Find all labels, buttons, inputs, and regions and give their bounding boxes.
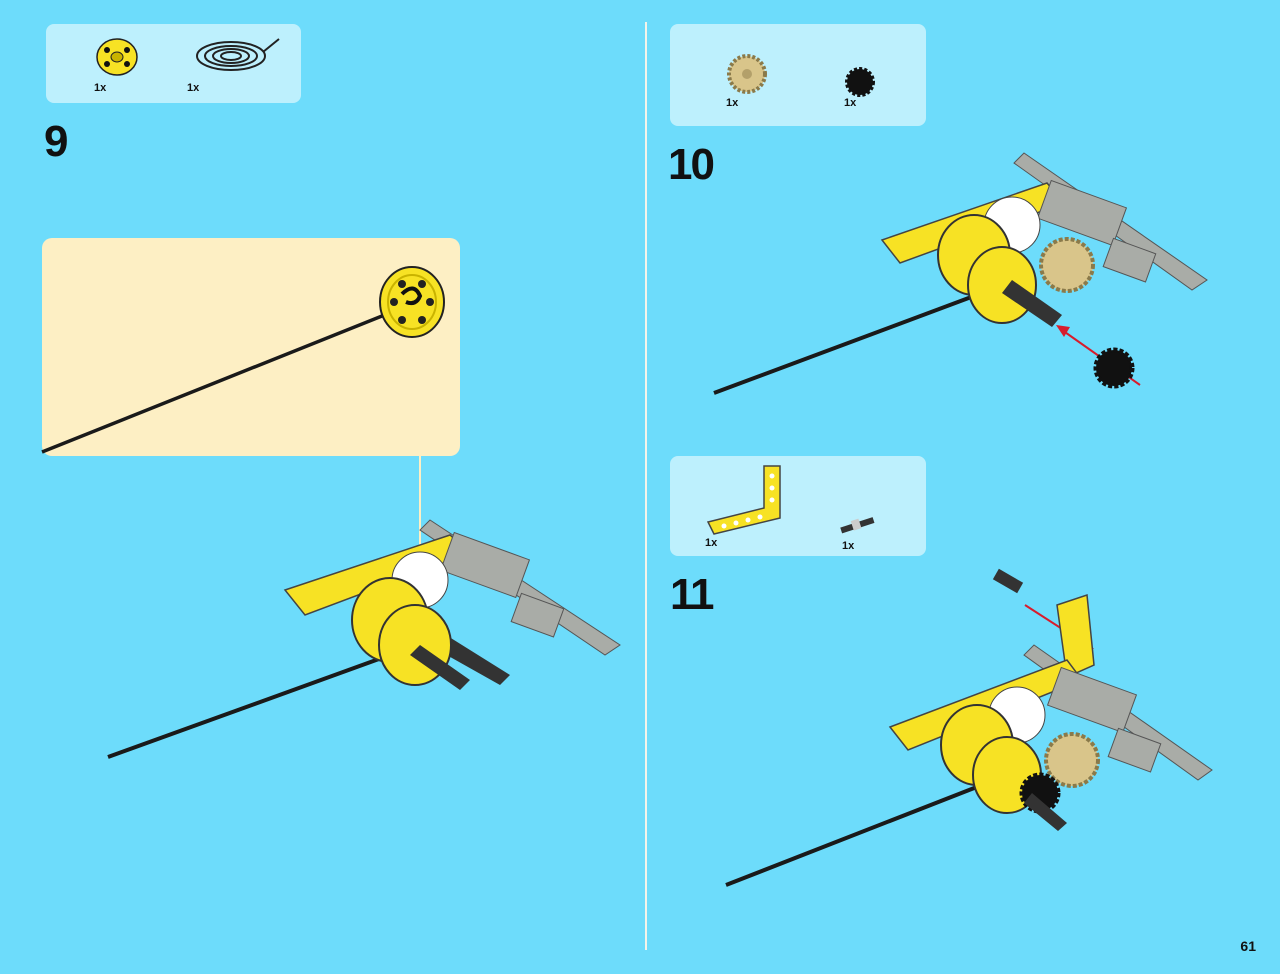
step-number: 11 [670,570,714,619]
part-qty: 1x [842,540,855,552]
pulley-wheel-detail-icon [379,266,445,338]
step-10-parts-box: 1x 1x [670,24,926,126]
step-11-parts-box: 1x 1x [670,456,926,556]
page-divider [645,22,647,950]
step-9-parts-box: 1x 1x [46,24,301,103]
yellow-l-beam-icon [706,465,781,535]
axle-connector-icon [840,517,875,534]
string-line [41,308,398,454]
part-qty: 1x [726,97,739,109]
black-gear-icon [845,67,875,97]
part-qty: 1x [844,97,857,109]
step-11-assembly-illustration [725,568,1213,887]
string-coil-icon [196,38,280,71]
step-number: 10 [668,140,715,189]
step-9-detail-callout [41,238,460,456]
part-qty: 1x [94,82,107,94]
step-9-assembly-illustration [107,519,621,759]
tan-gear-icon [727,54,767,94]
page-number: 61 [1240,938,1256,954]
step-10-assembly-illustration [713,152,1208,395]
part-qty: 1x [187,82,200,94]
yellow-pulley-wheel-icon [96,38,138,76]
step-number: 9 [44,117,69,166]
part-qty: 1x [705,537,718,549]
